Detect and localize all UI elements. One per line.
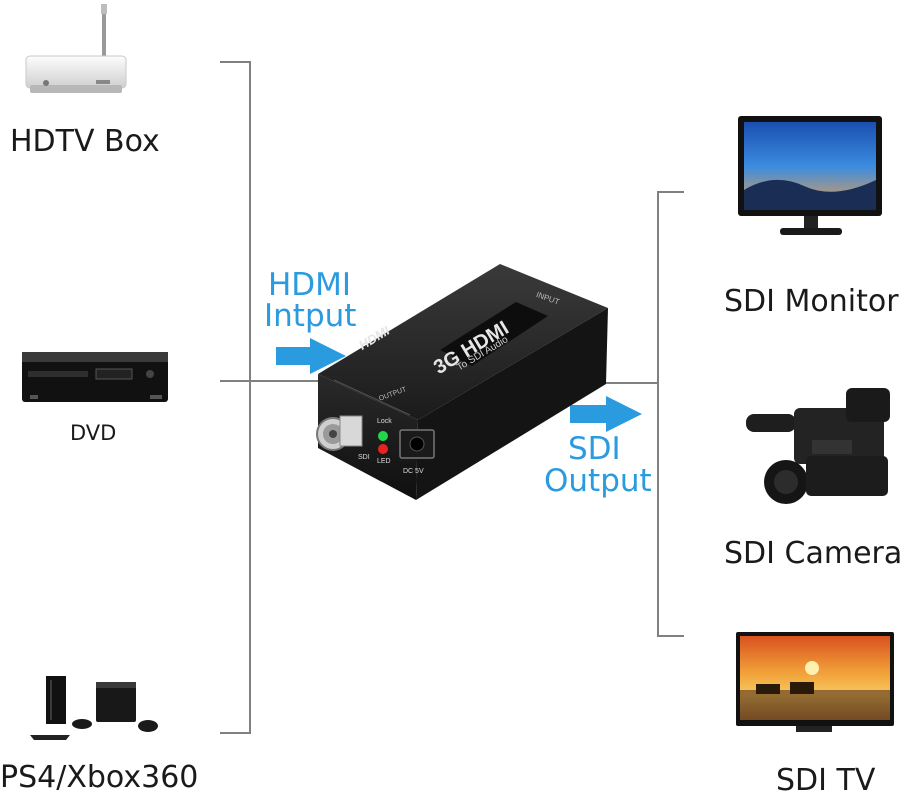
sdi-output-label-line1: SDI — [568, 431, 621, 467]
sdi-camera-label: SDI Camera — [724, 536, 903, 571]
sdi-tv-label: SDI TV — [776, 763, 876, 798]
sdi-output-arrow — [570, 396, 642, 432]
dvd-label: DVD — [70, 421, 117, 445]
hdmi-input-label-line1: HDMI — [268, 267, 352, 303]
output-bracket — [606, 191, 684, 637]
sdi-monitor-icon — [738, 116, 882, 235]
hdmi-input-label-line2: Intput — [264, 298, 357, 334]
input-bracket — [220, 61, 322, 734]
sdi-output-label-line2: Output — [544, 463, 652, 499]
hdtv-box-icon — [25, 4, 127, 93]
console-label: PS4/Xbox360 — [0, 760, 199, 795]
device-sdi-label: SDI — [358, 454, 370, 461]
sdi-tv-icon — [736, 632, 894, 732]
device-lock-label: Lock — [377, 418, 392, 425]
hdmi-input-arrow — [276, 338, 346, 374]
sdi-monitor-label: SDI Monitor — [724, 284, 899, 319]
dvd-player-icon — [22, 352, 168, 402]
hdtv-box-label: HDTV Box — [10, 124, 160, 159]
converter-device — [316, 264, 608, 500]
sdi-camera-icon — [746, 388, 890, 504]
device-power-label: DC 5V — [403, 468, 424, 475]
device-led-label: LED — [377, 458, 391, 465]
console-icon — [30, 676, 158, 740]
